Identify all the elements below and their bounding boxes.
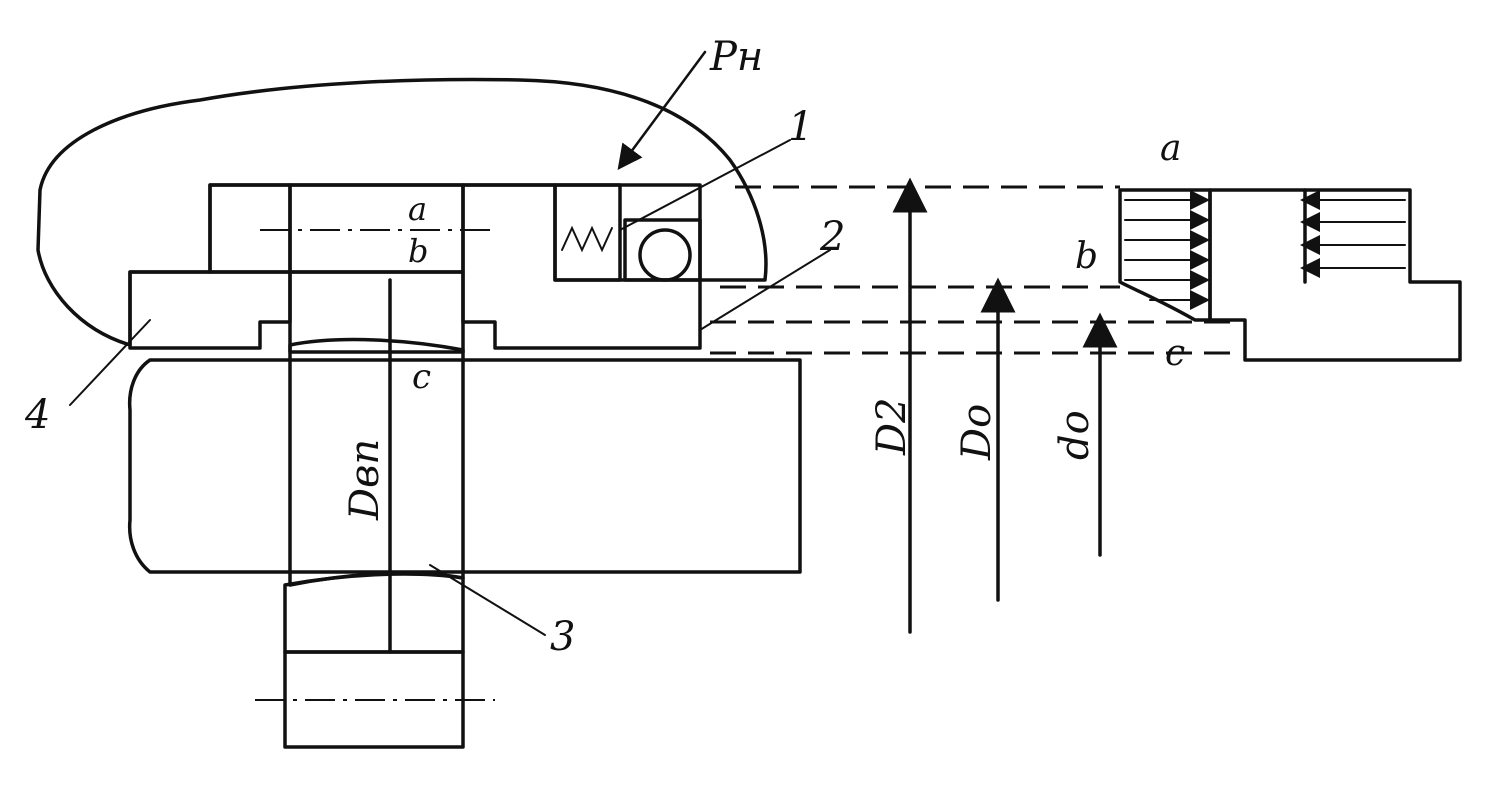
point-c-right: c (1165, 333, 1185, 374)
point-a-right: a (1160, 128, 1181, 169)
d0-label: Do (954, 404, 1000, 461)
ring-part-4 (128, 183, 292, 350)
point-b-right: b (1075, 236, 1098, 277)
part-4-label: 4 (24, 392, 50, 438)
leader-lines (69, 50, 831, 636)
part-2-label: 2 (819, 214, 845, 260)
d2-label: D2 (869, 397, 915, 456)
point-c-left: c (412, 357, 431, 397)
vertical-part-3 (255, 278, 495, 749)
shaft (127, 358, 802, 574)
extension-lines (710, 185, 1240, 355)
part-1-label: 1 (788, 104, 813, 150)
pressure-label: Pн (709, 34, 763, 80)
sleeve (288, 183, 465, 354)
point-a-left: a (408, 190, 427, 228)
housing-body (36, 77, 768, 347)
pressure-distribution-detail (1118, 188, 1462, 362)
part-3-label: 3 (550, 614, 575, 660)
seal-ring-part-2 (461, 183, 702, 350)
d-small-label: do (1052, 410, 1098, 460)
d-vp-label: Dвп (342, 439, 388, 521)
point-b-left: b (408, 232, 428, 270)
dimension-lines (892, 177, 1118, 634)
